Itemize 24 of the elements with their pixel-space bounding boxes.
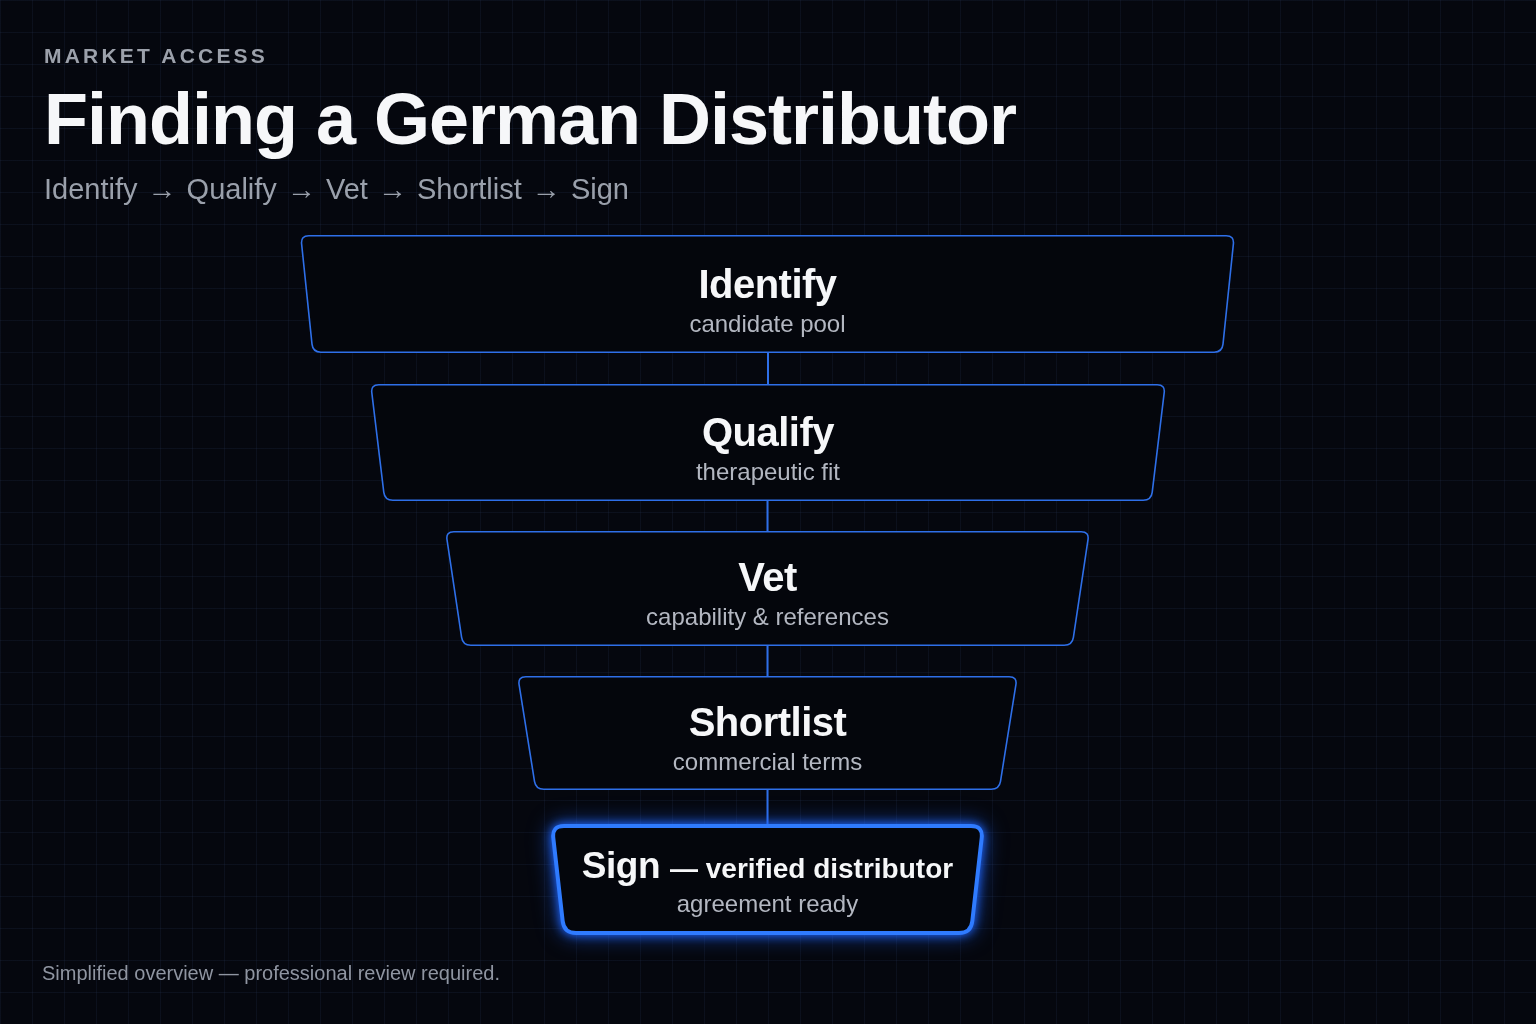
funnel-stage [517,676,1018,790]
stage-subtitle: commercial terms [672,747,863,777]
diagram-title: Finding a German Distributor [44,80,1017,160]
connector-line [766,645,769,677]
stage-tagline: — verified distributor [670,853,954,885]
flow-summary: Identify → Qualify → Vet → Shortlist → Sign [44,173,629,206]
stage-subtitle: capability & references [646,603,889,632]
stage-subtitle: therapeutic fit [695,458,841,487]
stage-subtitle: candidate pool [689,309,846,339]
stage-title: Identify [698,261,837,306]
stage-title: Vet [738,555,797,600]
funnel-stage [370,384,1166,501]
stage-title: Qualify [701,410,835,455]
funnel-stage [300,235,1235,353]
stage-title: Sign [581,845,660,887]
connector-line [766,500,769,532]
highlighted-funnel-stage [550,824,985,935]
eyebrow-text: MARKET ACCESS [44,44,268,68]
funnel-stage [445,531,1090,646]
stage-title: Shortlist [688,699,847,744]
connector-line [767,352,769,385]
footnote: Simplified overview — professional review required. [42,962,500,985]
connector-line [766,789,769,825]
stage-subtitle: agreement ready [676,890,859,920]
